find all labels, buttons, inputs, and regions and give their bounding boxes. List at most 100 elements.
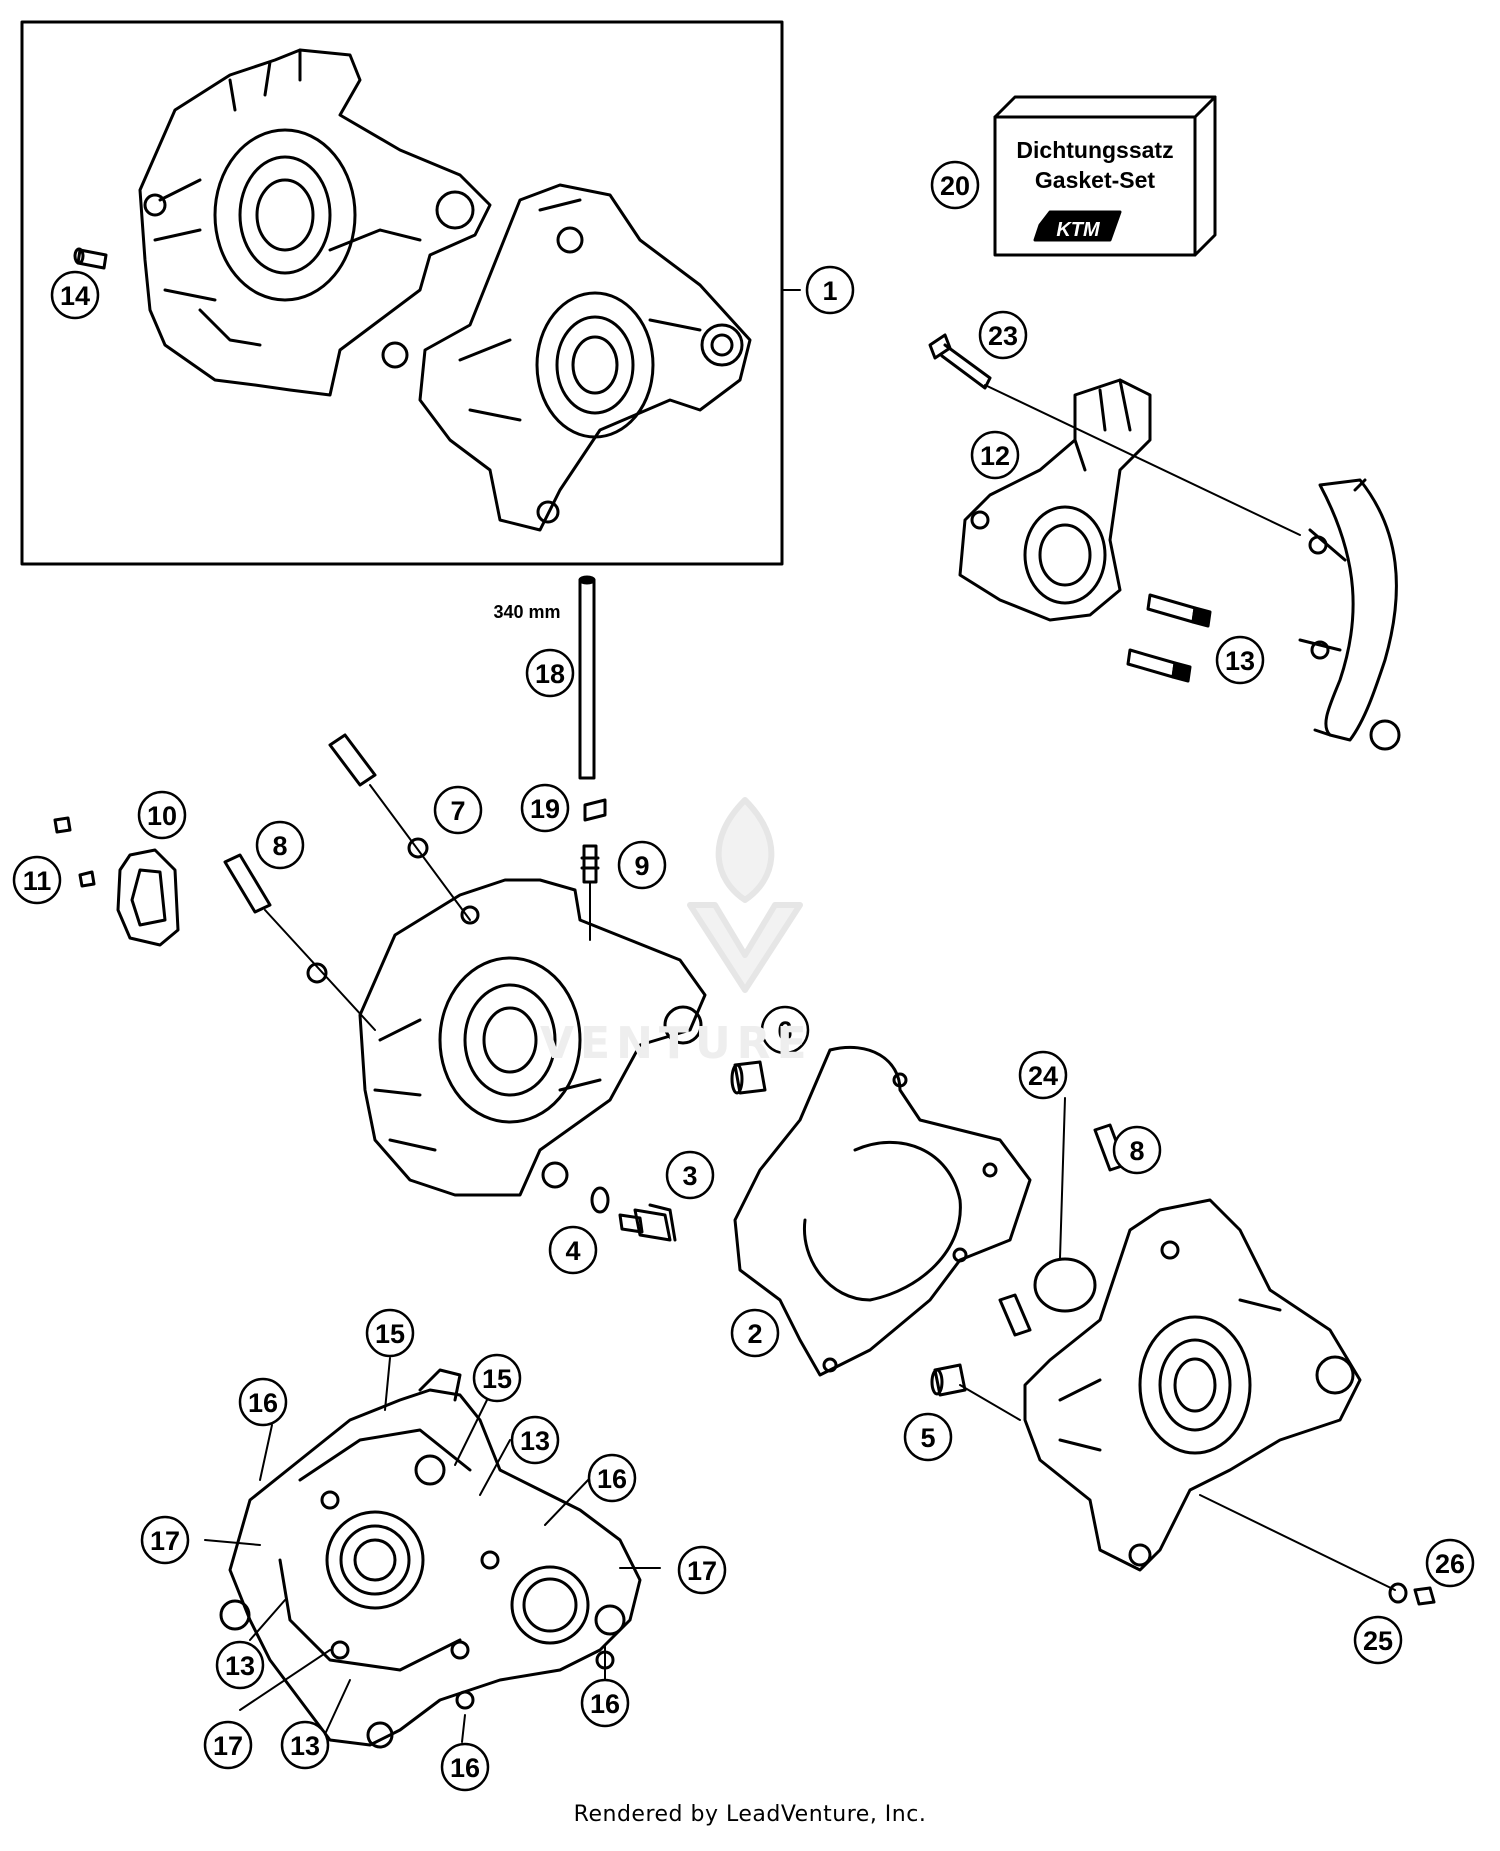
callout-16-b-label: 16 — [597, 1464, 627, 1494]
callout-19: 19 — [520, 783, 570, 833]
callout-3: 3 — [665, 1150, 715, 1200]
kit-box-logo: KTM — [1056, 219, 1101, 241]
callout-8-left: 8 — [255, 820, 305, 870]
callout-13-b: 13 — [215, 1640, 265, 1690]
callouts: 1 2 3 4 5 6 7 8 8 9 10 11 12 13 13 13 13… — [12, 160, 1475, 1792]
callout-16-a: 16 — [238, 1377, 288, 1427]
o-ring-24 — [1033, 1257, 1097, 1313]
callout-13-c: 13 — [280, 1720, 330, 1770]
crankcase-right-half — [1023, 1198, 1396, 1591]
dowel-pin-14 — [73, 247, 108, 270]
bushing-5 — [930, 1363, 1021, 1421]
callout-17-c-label: 17 — [213, 1731, 243, 1761]
callout-16-c: 16 — [580, 1678, 630, 1728]
callout-5-label: 5 — [920, 1423, 935, 1453]
callout-5: 5 — [903, 1412, 953, 1462]
callout-16-b: 16 — [587, 1453, 637, 1503]
cover-plate-10 — [116, 848, 180, 947]
callout-12-label: 12 — [980, 441, 1010, 471]
washer-25 — [1388, 1582, 1408, 1604]
clutch-cover-part-12 — [958, 378, 1152, 622]
callout-18-label: 18 — [535, 659, 565, 689]
callout-25: 25 — [1353, 1615, 1403, 1665]
stud-8-left — [223, 853, 376, 1031]
callout-23-label: 23 — [988, 321, 1018, 351]
breather-fitting-9 — [580, 844, 600, 941]
watermark-logo — [687, 797, 803, 993]
callout-16-d: 16 — [440, 1742, 490, 1792]
bushing-6 — [730, 1060, 767, 1095]
callout-7: 7 — [433, 785, 483, 835]
o-ring-4 — [590, 1186, 610, 1214]
callout-25-label: 25 — [1363, 1626, 1393, 1656]
crankcase-gasket-2 — [733, 1045, 1032, 1377]
left-crankcase-half-top — [138, 48, 492, 397]
screws-11 — [53, 816, 96, 888]
callout-6-label: 6 — [777, 1016, 792, 1046]
callout-2-label: 2 — [747, 1319, 762, 1349]
callout-7-label: 7 — [450, 796, 465, 826]
bolts-13-upper — [1126, 593, 1212, 683]
callout-10: 10 — [137, 790, 187, 840]
callout-16-a-label: 16 — [248, 1388, 278, 1418]
callout-8-left-label: 8 — [272, 831, 287, 861]
callout-9: 9 — [617, 840, 667, 890]
gasket-kit-label: Dichtungssatz Gasket-Set KTM — [1016, 137, 1173, 241]
callout-4-label: 4 — [565, 1236, 580, 1266]
callout-26: 26 — [1425, 1538, 1475, 1588]
callout-20-label: 20 — [940, 171, 970, 201]
callout-16-d-label: 16 — [450, 1753, 480, 1783]
callout-1-label: 1 — [822, 276, 837, 306]
callout-1: 1 — [805, 265, 855, 315]
callout-2: 2 — [730, 1308, 780, 1358]
callout-13-a-label: 13 — [520, 1426, 550, 1456]
bushing-19 — [583, 798, 607, 822]
callout-16-c-label: 16 — [590, 1689, 620, 1719]
footer-credit: Rendered by LeadVenture, Inc. — [573, 1802, 927, 1827]
callout-14: 14 — [50, 270, 100, 320]
rod-length-label: 340 mm — [493, 602, 560, 622]
callout-13-upper-label: 13 — [1225, 646, 1255, 676]
callout-8-right-label: 8 — [1129, 1136, 1144, 1166]
kit-box-line2: Gasket-Set — [1035, 167, 1156, 193]
callout-18: 18 — [525, 648, 575, 698]
callout-15-b: 15 — [472, 1353, 522, 1403]
callout-15-a: 15 — [365, 1308, 415, 1358]
callout-12: 12 — [970, 430, 1020, 480]
callout-19-label: 19 — [530, 794, 560, 824]
callout-20: 20 — [930, 160, 980, 210]
callout-15-b-label: 15 — [482, 1364, 512, 1394]
crankcase-left-half — [358, 878, 707, 1197]
callout-11: 11 — [12, 855, 62, 905]
nut-26 — [1413, 1586, 1436, 1606]
watermark-text: VENTURE — [540, 1018, 813, 1069]
push-rod-18 — [578, 575, 596, 780]
callout-17-b: 17 — [677, 1545, 727, 1595]
callout-13-upper: 13 — [1215, 635, 1265, 685]
callout-17-a-label: 17 — [150, 1526, 180, 1556]
callout-9-label: 9 — [634, 851, 649, 881]
right-crankcase-half-top — [418, 183, 752, 532]
callout-3-label: 3 — [682, 1161, 697, 1191]
bolt-23 — [928, 333, 1301, 536]
callout-14-label: 14 — [60, 281, 90, 311]
callout-10-label: 10 — [147, 801, 177, 831]
kit-box-line1: Dichtungssatz — [1016, 137, 1173, 163]
callout-13-b-label: 13 — [225, 1651, 255, 1681]
callout-6: 6 — [760, 1005, 810, 1055]
callout-11-label: 11 — [23, 866, 52, 896]
callout-15-a-label: 15 — [375, 1319, 405, 1349]
callout-4: 4 — [548, 1225, 598, 1275]
callout-8-right: 8 — [1112, 1125, 1162, 1175]
callout-17-b-label: 17 — [687, 1556, 717, 1586]
callout-17-c: 17 — [203, 1720, 253, 1770]
chain-guard-bracket — [1298, 478, 1401, 751]
crankcase-set-frame — [20, 20, 784, 566]
crankcase-inner-view — [219, 1368, 642, 1749]
callout-13-a: 13 — [510, 1415, 560, 1465]
callout-26-label: 26 — [1435, 1549, 1465, 1579]
callout-24: 24 — [1018, 1050, 1068, 1100]
callout-24-label: 24 — [1028, 1061, 1058, 1091]
gasket-kit-box — [993, 95, 1217, 257]
